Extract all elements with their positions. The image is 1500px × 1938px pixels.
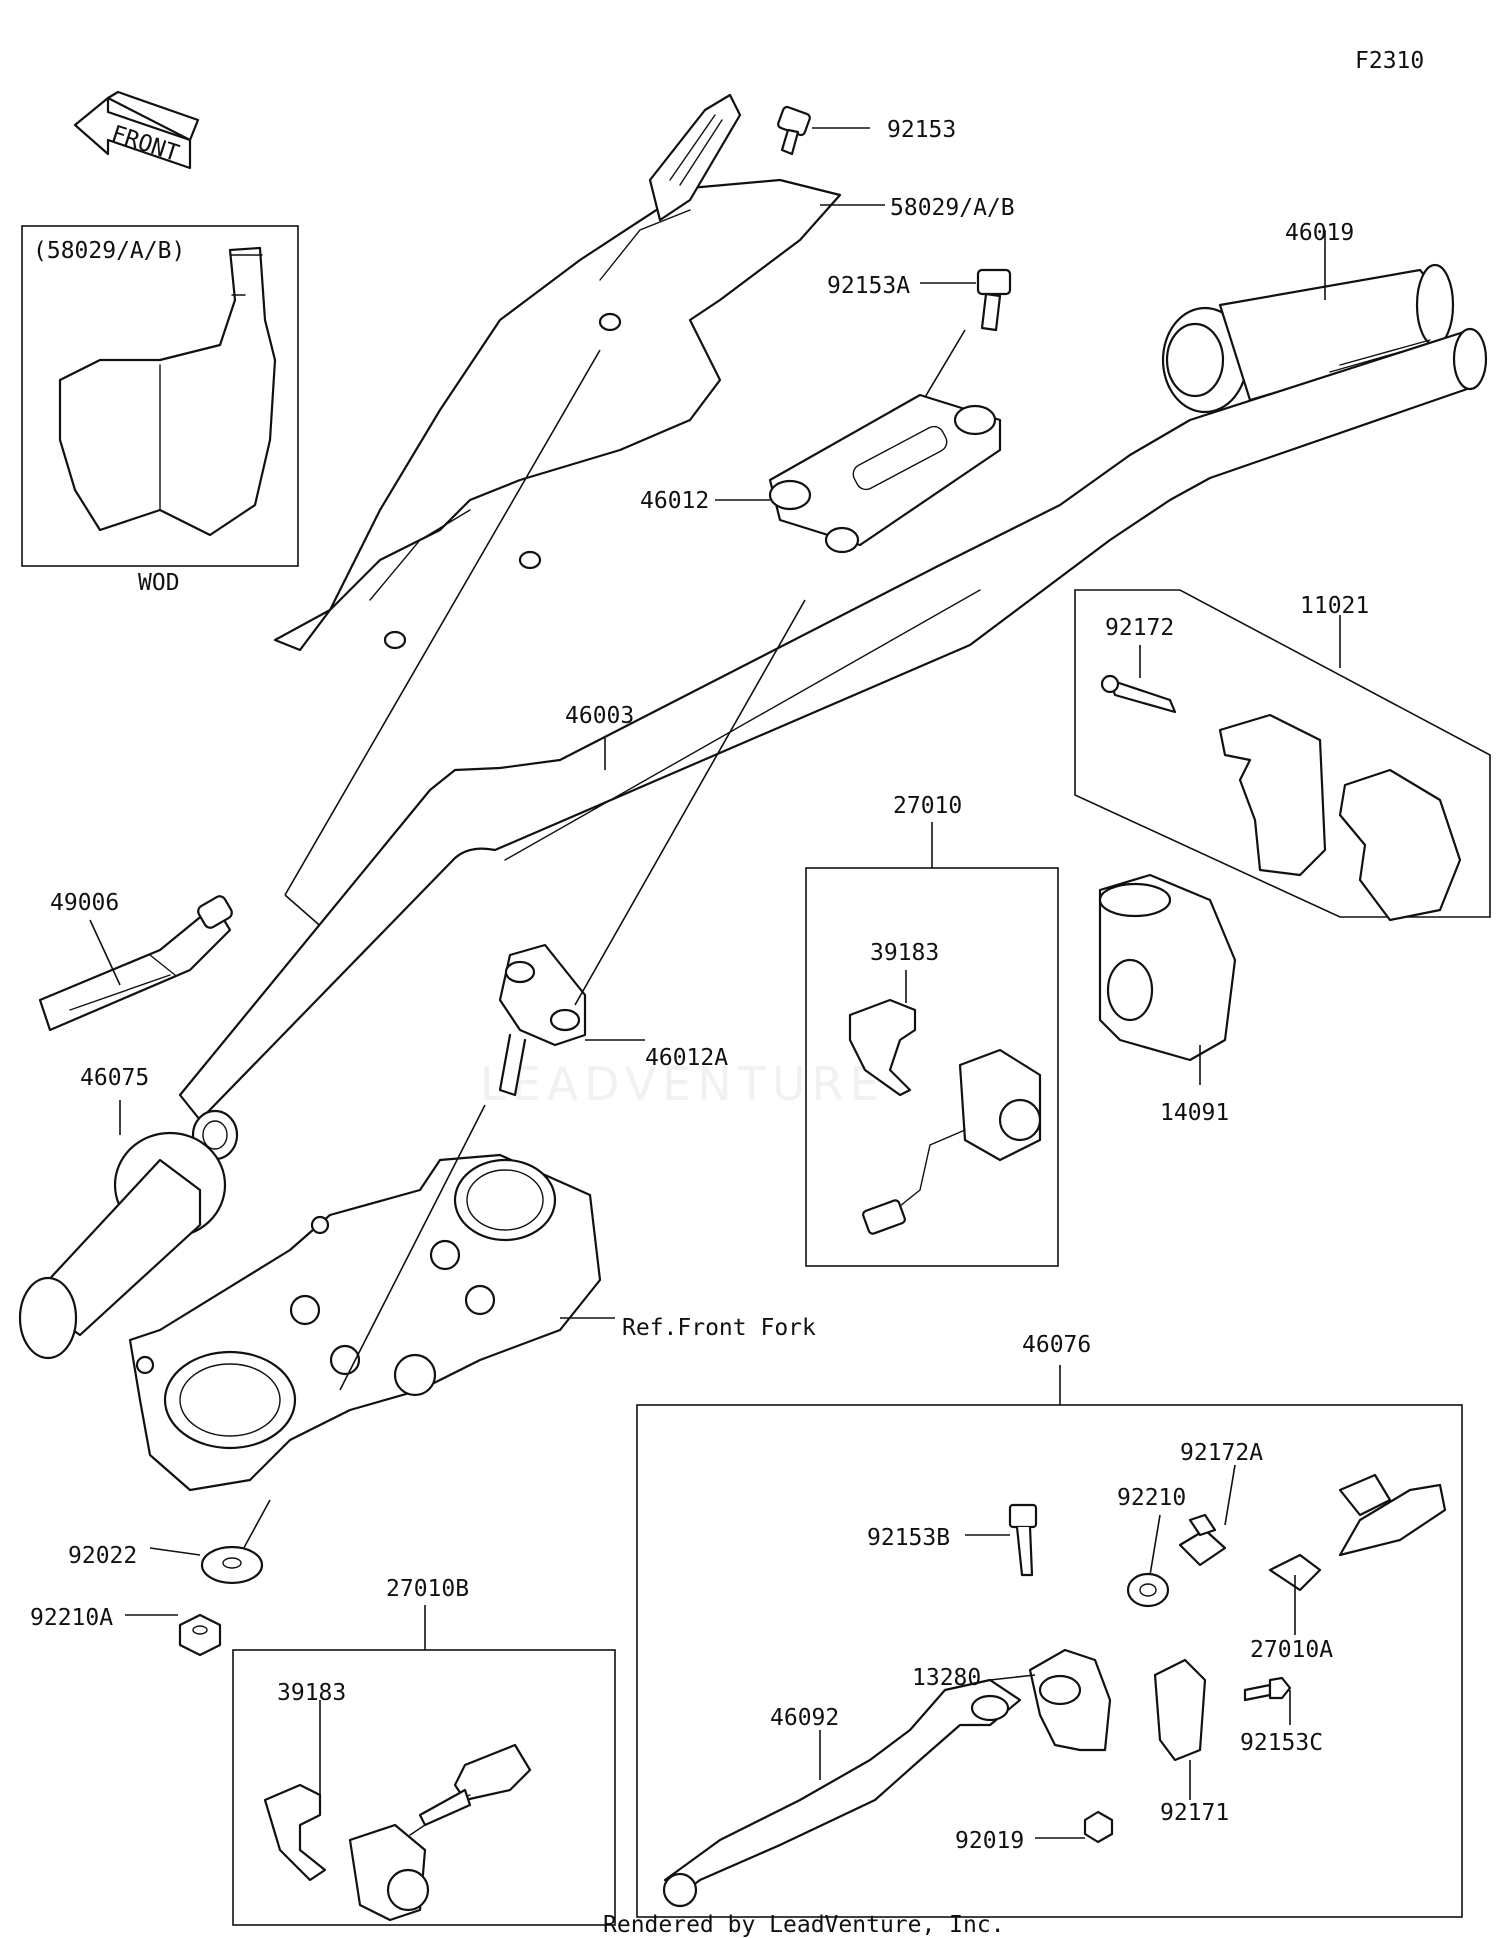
label-13280: 13280 — [912, 1665, 981, 1691]
label-92019: 92019 — [955, 1828, 1024, 1854]
label-27010: 27010 — [893, 793, 962, 819]
label-92153c: 92153C — [1240, 1730, 1323, 1756]
label-92022: 92022 — [68, 1543, 137, 1569]
label-92210a: 92210A — [30, 1605, 113, 1631]
lever-box-46076 — [636, 1404, 1463, 1918]
label-11021: 11021 — [1300, 593, 1369, 619]
handlebar-46003-part — [178, 327, 1488, 1161]
bolt-92153a-part — [976, 268, 1012, 332]
grip-46075-part — [18, 1131, 227, 1360]
inset-caption: WOD — [138, 570, 180, 596]
grip-46019-part — [1161, 263, 1455, 414]
label-39183-top: 39183 — [870, 940, 939, 966]
inset-title: (58029/A/B) — [33, 238, 185, 264]
label-46092: 46092 — [770, 1705, 839, 1731]
label-92172: 92172 — [1105, 615, 1174, 641]
label-46076: 46076 — [1022, 1332, 1091, 1358]
label-46012a: 46012A — [645, 1045, 728, 1071]
label-92210: 92210 — [1117, 1485, 1186, 1511]
clamp-46012-part — [768, 393, 1002, 554]
bar-end-49006-part — [38, 895, 233, 1032]
label-27010b: 27010B — [386, 1576, 469, 1602]
label-39183-bottom: 39183 — [277, 1680, 346, 1706]
label-92172a: 92172A — [1180, 1440, 1263, 1466]
label-92153b: 92153B — [867, 1525, 950, 1551]
label-14091: 14091 — [1160, 1100, 1229, 1126]
housing-14091-part — [1098, 873, 1237, 1062]
label-92153a: 92153A — [827, 273, 910, 299]
triple-clamp-part — [128, 1153, 602, 1492]
label-92171: 92171 — [1160, 1800, 1229, 1826]
washer-92022-part — [200, 1545, 264, 1585]
label-46075: 46075 — [80, 1065, 149, 1091]
label-58029: 58029/A/B — [890, 195, 1015, 221]
number-plate-part — [273, 93, 842, 652]
label-ref-front-fork: Ref.Front Fork — [622, 1315, 816, 1341]
footer-credit: Rendered by LeadVenture, Inc. — [603, 1912, 1005, 1938]
switch-box-27010b — [232, 1649, 616, 1926]
bolt-92153-part — [777, 105, 811, 156]
watermark-text: LEADVENTURE — [480, 1057, 885, 1111]
label-46003: 46003 — [565, 703, 634, 729]
switch-box-11021 — [1074, 589, 1491, 922]
label-27010a: 27010A — [1250, 1637, 1333, 1663]
label-46012: 46012 — [640, 488, 709, 514]
label-46019: 46019 — [1285, 220, 1354, 246]
riser-46012a-part — [498, 943, 587, 1097]
inset-58029-wod: (58029/A/B) WOD — [21, 225, 299, 596]
label-92153: 92153 — [887, 117, 956, 143]
front-arrow-icon: FRONT — [73, 90, 200, 170]
nut-92210a-part — [178, 1613, 222, 1657]
label-49006: 49006 — [50, 890, 119, 916]
figure-code: F2310 — [1355, 48, 1424, 74]
